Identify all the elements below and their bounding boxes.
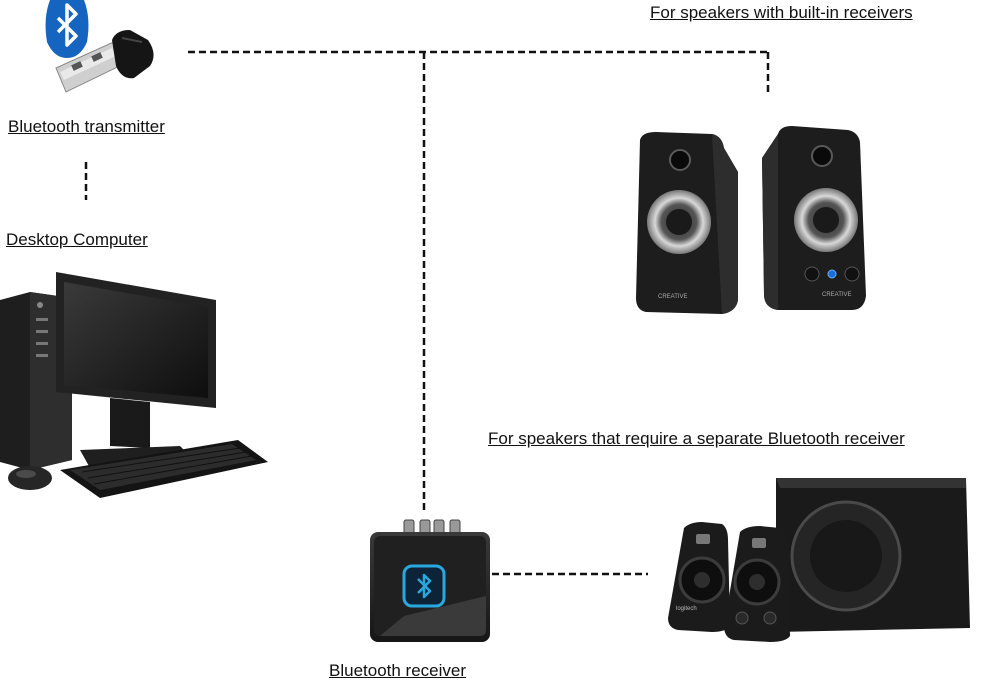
bluetooth-receiver-image (370, 519, 490, 642)
logitech-logo: logitech (676, 606, 697, 612)
creative-logo-left: CREATIVE (658, 294, 688, 300)
desktop-computer-label: Desktop Computer (6, 230, 148, 249)
builtin-receivers-speakers-label: For speakers with built-in receivers (650, 3, 913, 22)
separate-receiver-speakers-image: logitech (668, 478, 970, 642)
bluetooth-transmitter-image (45, 0, 154, 93)
connection-lines (84, 50, 770, 576)
bluetooth-icon (45, 0, 89, 58)
bluetooth-transmitter-label: Bluetooth transmitter (8, 117, 165, 136)
bluetooth-icon (402, 564, 446, 608)
right-speaker: CREATIVE (762, 126, 866, 310)
creative-logo-right: CREATIVE (822, 292, 852, 298)
builtin-receiver-speakers-image: CREATIVE CREATIVE (636, 126, 866, 314)
desktop-computer-image (0, 272, 268, 498)
separate-receiver-speakers-label: For speakers that require a separate Blu… (488, 429, 905, 448)
left-speaker: CREATIVE (636, 132, 738, 314)
bluetooth-receiver-label: Bluetooth receiver (329, 661, 467, 680)
